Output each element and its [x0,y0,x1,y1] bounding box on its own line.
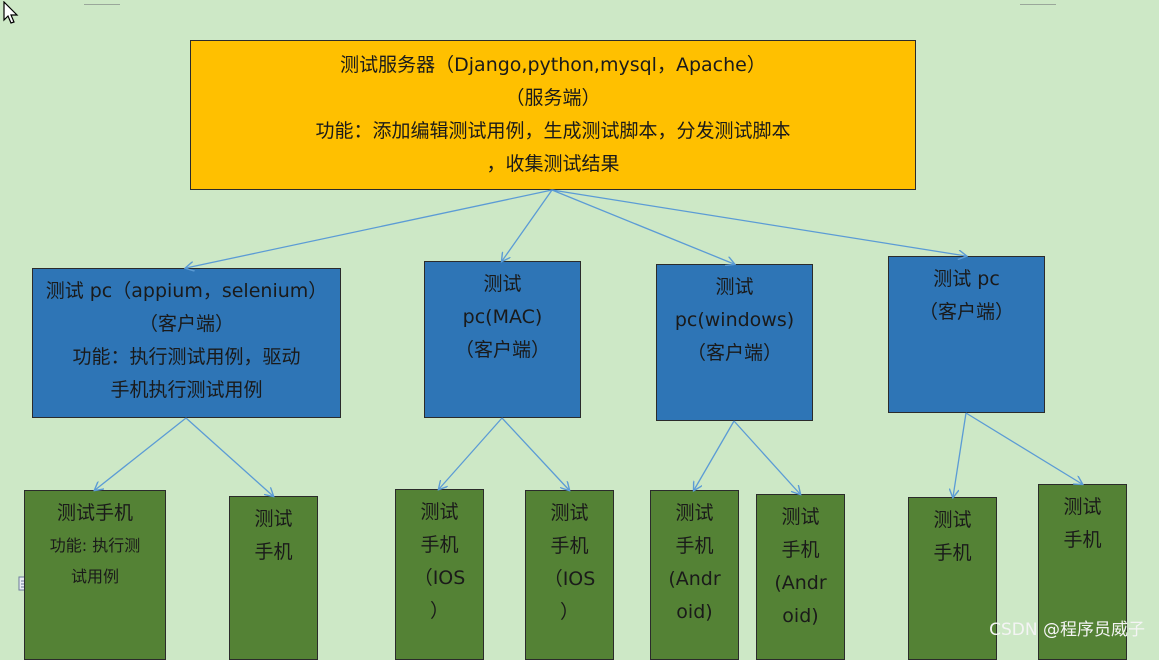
cursor-icon [3,1,19,24]
phone-box-2: 测试 手机 [229,496,318,660]
pc-name: pc(MAC) [462,306,543,328]
pc-box-generic: 测试 pc （客户端） [888,256,1045,413]
arrow-pc2-to-phone-3 [439,417,503,489]
arrow-server-to-pc-3 [551,189,734,264]
phone-os-cont: oid) [676,601,713,623]
phone-box-ios-1: 测试 手机 （IOS ） [395,489,484,660]
arrow-pc2-to-phone-4 [501,417,569,490]
phone-box-1: 测试手机 功能: 执行测 试用例 [24,490,166,660]
phone-os: （IOS [543,568,596,590]
phone-function: 功能: 执行测 [49,536,141,555]
arrow-pc4-to-phone-8 [965,412,1082,484]
pc-box-appium: 测试 pc（appium，selenium） （客户端） 功能：执行测试用例，驱… [32,268,341,418]
pc-name: pc(windows) [674,309,795,331]
pc-box-windows: 测试 pc(windows) （客户端） [656,264,813,421]
arrow-server-to-pc-1 [186,189,553,268]
phone-title-cont: 手机 [675,535,714,557]
pc-role: （客户端） [686,342,782,364]
pc-box-mac: 测试 pc(MAC) （客户端） [424,261,581,418]
phone-box-8: 测试 手机 [1038,484,1127,660]
arrow-pc1-to-phone-2 [185,417,273,496]
arrow-server-to-pc-4 [551,189,966,256]
phone-title-cont: 手机 [781,539,820,561]
phone-title-cont: 手机 [550,535,589,557]
pc-function-cont: 手机执行测试用例 [110,379,263,401]
server-function-cont: ，收集测试结果 [486,153,620,175]
phone-title: 测试 [675,502,714,524]
arrow-pc1-to-phone-1 [95,417,187,490]
phone-title: 测试 [550,502,589,524]
server-role: （服务端） [505,87,601,109]
server-title: 测试服务器（Django,python,mysql，Apache） [340,54,766,76]
server-box: 测试服务器（Django,python,mysql，Apache） （服务端） … [190,40,916,190]
pc-role: （客户端） [454,339,550,361]
phone-title-cont: 手机 [1063,529,1102,551]
phone-title: 测试 [1063,496,1102,518]
phone-os-cont: oid) [782,605,819,627]
phone-title-cont: 手机 [420,534,459,556]
phone-title: 测试 [933,509,972,531]
phone-title: 测试 [420,501,459,523]
arrow-pc3-to-phone-5 [694,420,735,490]
phone-os-cont: ） [559,601,579,623]
pc-title: 测试 [715,276,754,298]
pc-title: 测试 [483,273,522,295]
phone-title: 测试手机 [56,502,133,524]
phone-os: （IOS [413,567,466,589]
phone-title-cont: 手机 [933,542,972,564]
pc-role: （客户端） [138,313,234,335]
phone-title: 测试 [781,506,820,528]
ruler-mark-left [84,0,120,5]
phone-box-android-1: 测试 手机 (Andr oid) [650,490,739,660]
phone-box-7: 测试 手机 [908,497,997,660]
phone-title-cont: 手机 [254,541,293,563]
pc-function: 功能：执行测试用例，驱动 [72,346,301,368]
phone-os: (Andr [668,568,721,590]
phone-os-cont: ） [429,600,449,622]
phone-os: (Andr [774,572,827,594]
phone-box-ios-2: 测试 手机 （IOS ） [525,490,614,660]
arrow-pc4-to-phone-7 [953,412,967,497]
phone-box-android-2: 测试 手机 (Andr oid) [756,494,845,660]
arrow-pc3-to-phone-6 [733,420,800,494]
pc-role: （客户端） [918,301,1014,323]
watermark: CSDN @程序员威子 [989,620,1145,640]
ruler-mark-right [1020,0,1056,5]
server-function: 功能：添加编辑测试用例，生成测试脚本，分发测试脚本 [315,120,791,142]
phone-function-cont: 试用例 [70,567,119,586]
pc-title: 测试 pc（appium，selenium） [45,280,328,302]
phone-title: 测试 [254,508,293,530]
arrow-server-to-pc-2 [502,189,553,261]
pc-title: 测试 pc [933,268,1000,290]
